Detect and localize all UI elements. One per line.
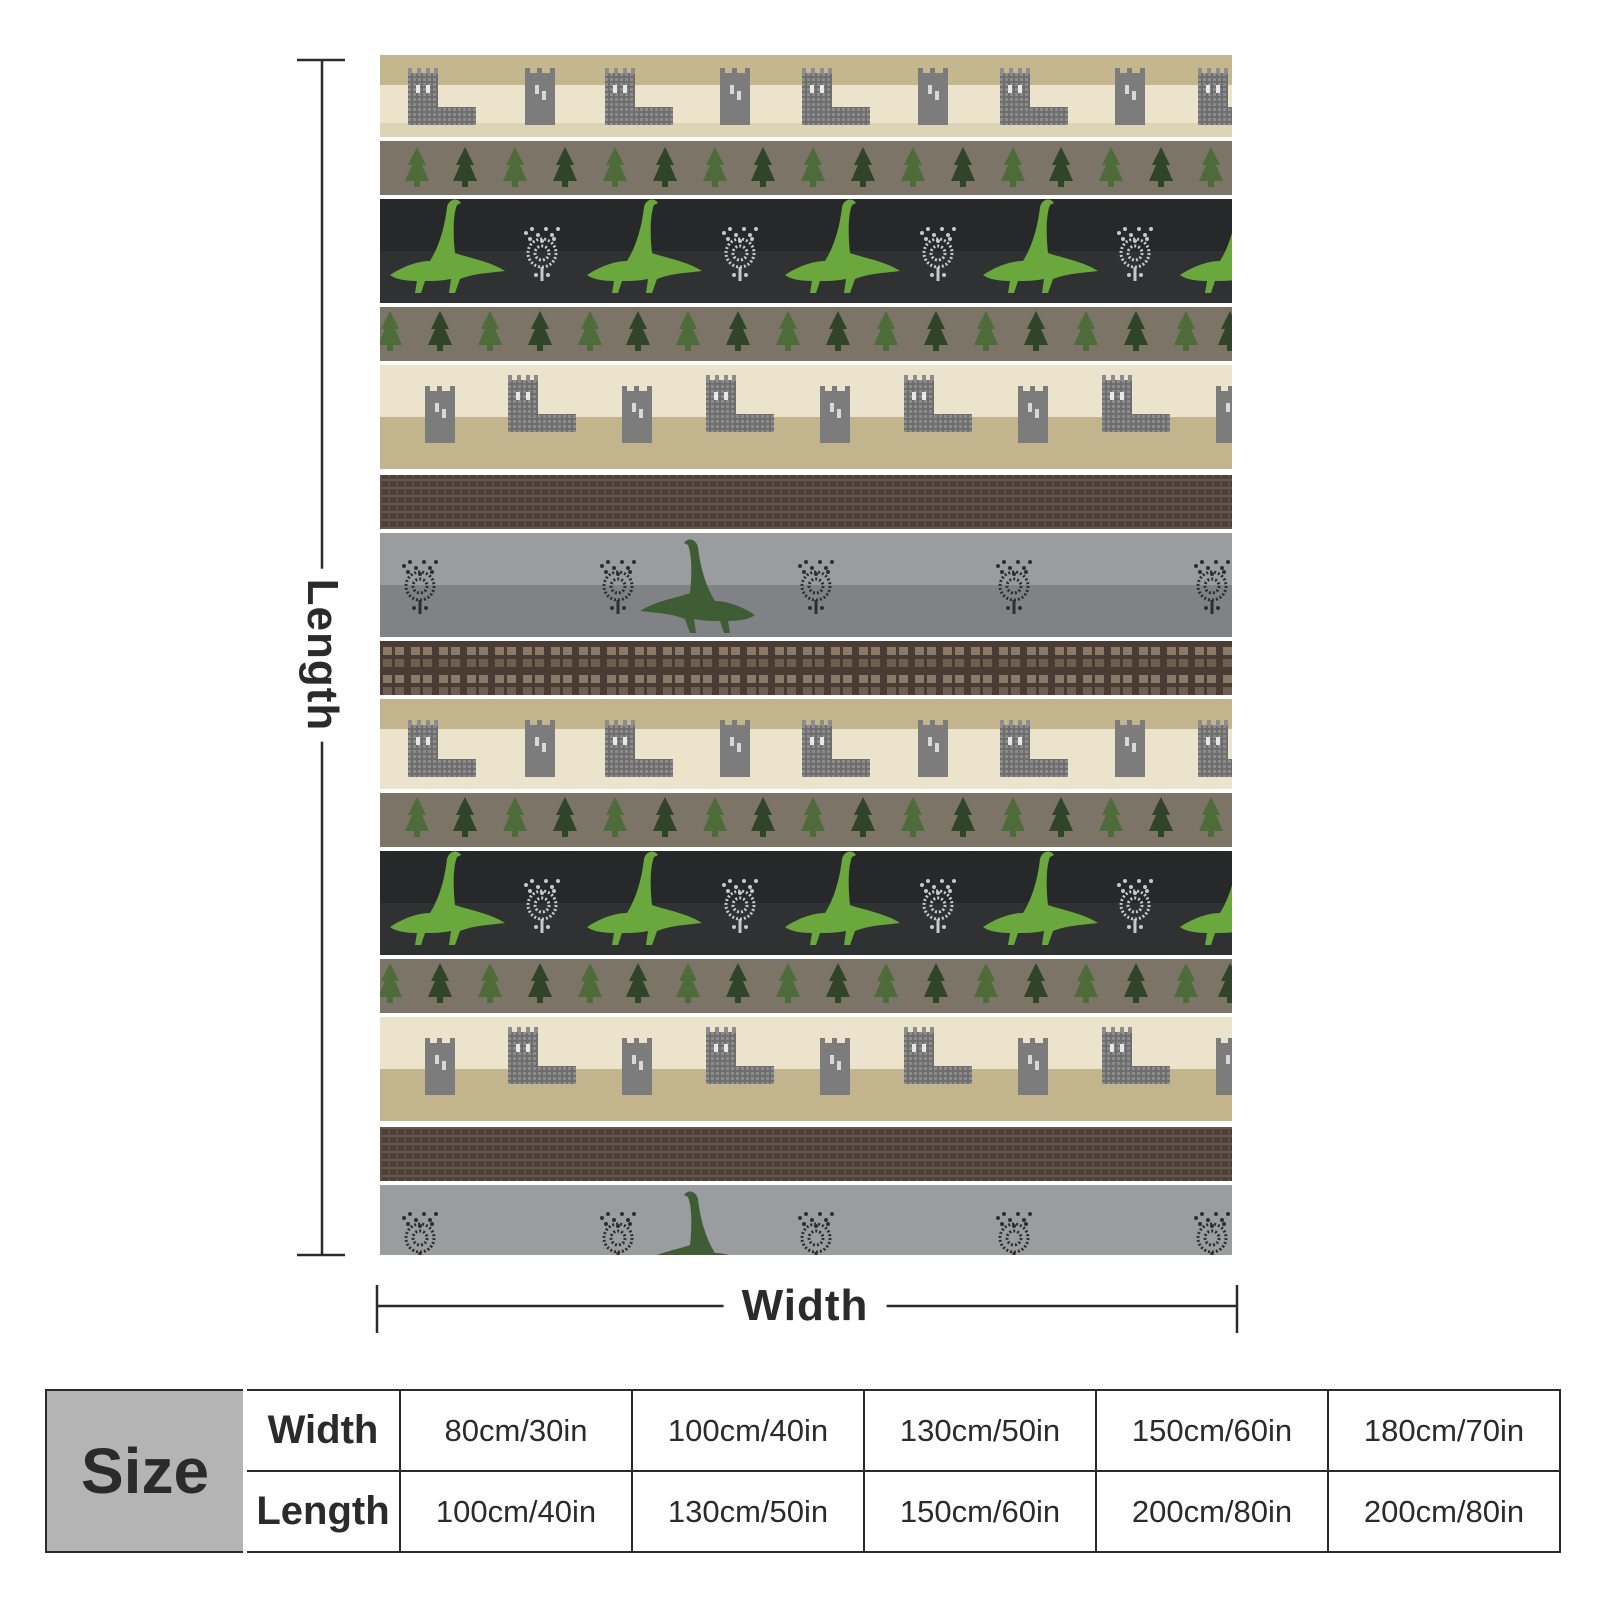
width-label: Width	[723, 1281, 887, 1331]
size-heading: Size	[45, 1389, 247, 1553]
blanket-image	[380, 55, 1232, 1255]
length-label: Length	[297, 568, 347, 742]
length-value: 200cm/80in	[1095, 1470, 1329, 1553]
row-label-width: Width	[244, 1389, 401, 1472]
length-value: 100cm/40in	[399, 1470, 633, 1553]
tree-band	[380, 141, 1232, 195]
size-table: Size Width 80cm/30in 100cm/40in 130cm/50…	[45, 1389, 1561, 1553]
length-value: 130cm/50in	[631, 1470, 865, 1553]
size-row-width: Size Width 80cm/30in 100cm/40in 130cm/50…	[45, 1389, 1561, 1553]
length-value: 150cm/60in	[863, 1470, 1097, 1553]
width-value: 180cm/70in	[1327, 1389, 1561, 1472]
length-value: 200cm/80in	[1327, 1470, 1561, 1553]
width-value: 130cm/50in	[863, 1389, 1097, 1472]
width-value: 80cm/30in	[399, 1389, 633, 1472]
row-label-length: Length	[244, 1470, 401, 1553]
product-figure: Length Width	[297, 55, 1239, 1333]
size-row-length: Length 100cm/40in 130cm/50in 150cm/60in …	[46, 1470, 1561, 1553]
width-value: 150cm/60in	[1095, 1389, 1329, 1472]
width-value: 100cm/40in	[631, 1389, 865, 1472]
tweed-band	[380, 475, 1232, 529]
